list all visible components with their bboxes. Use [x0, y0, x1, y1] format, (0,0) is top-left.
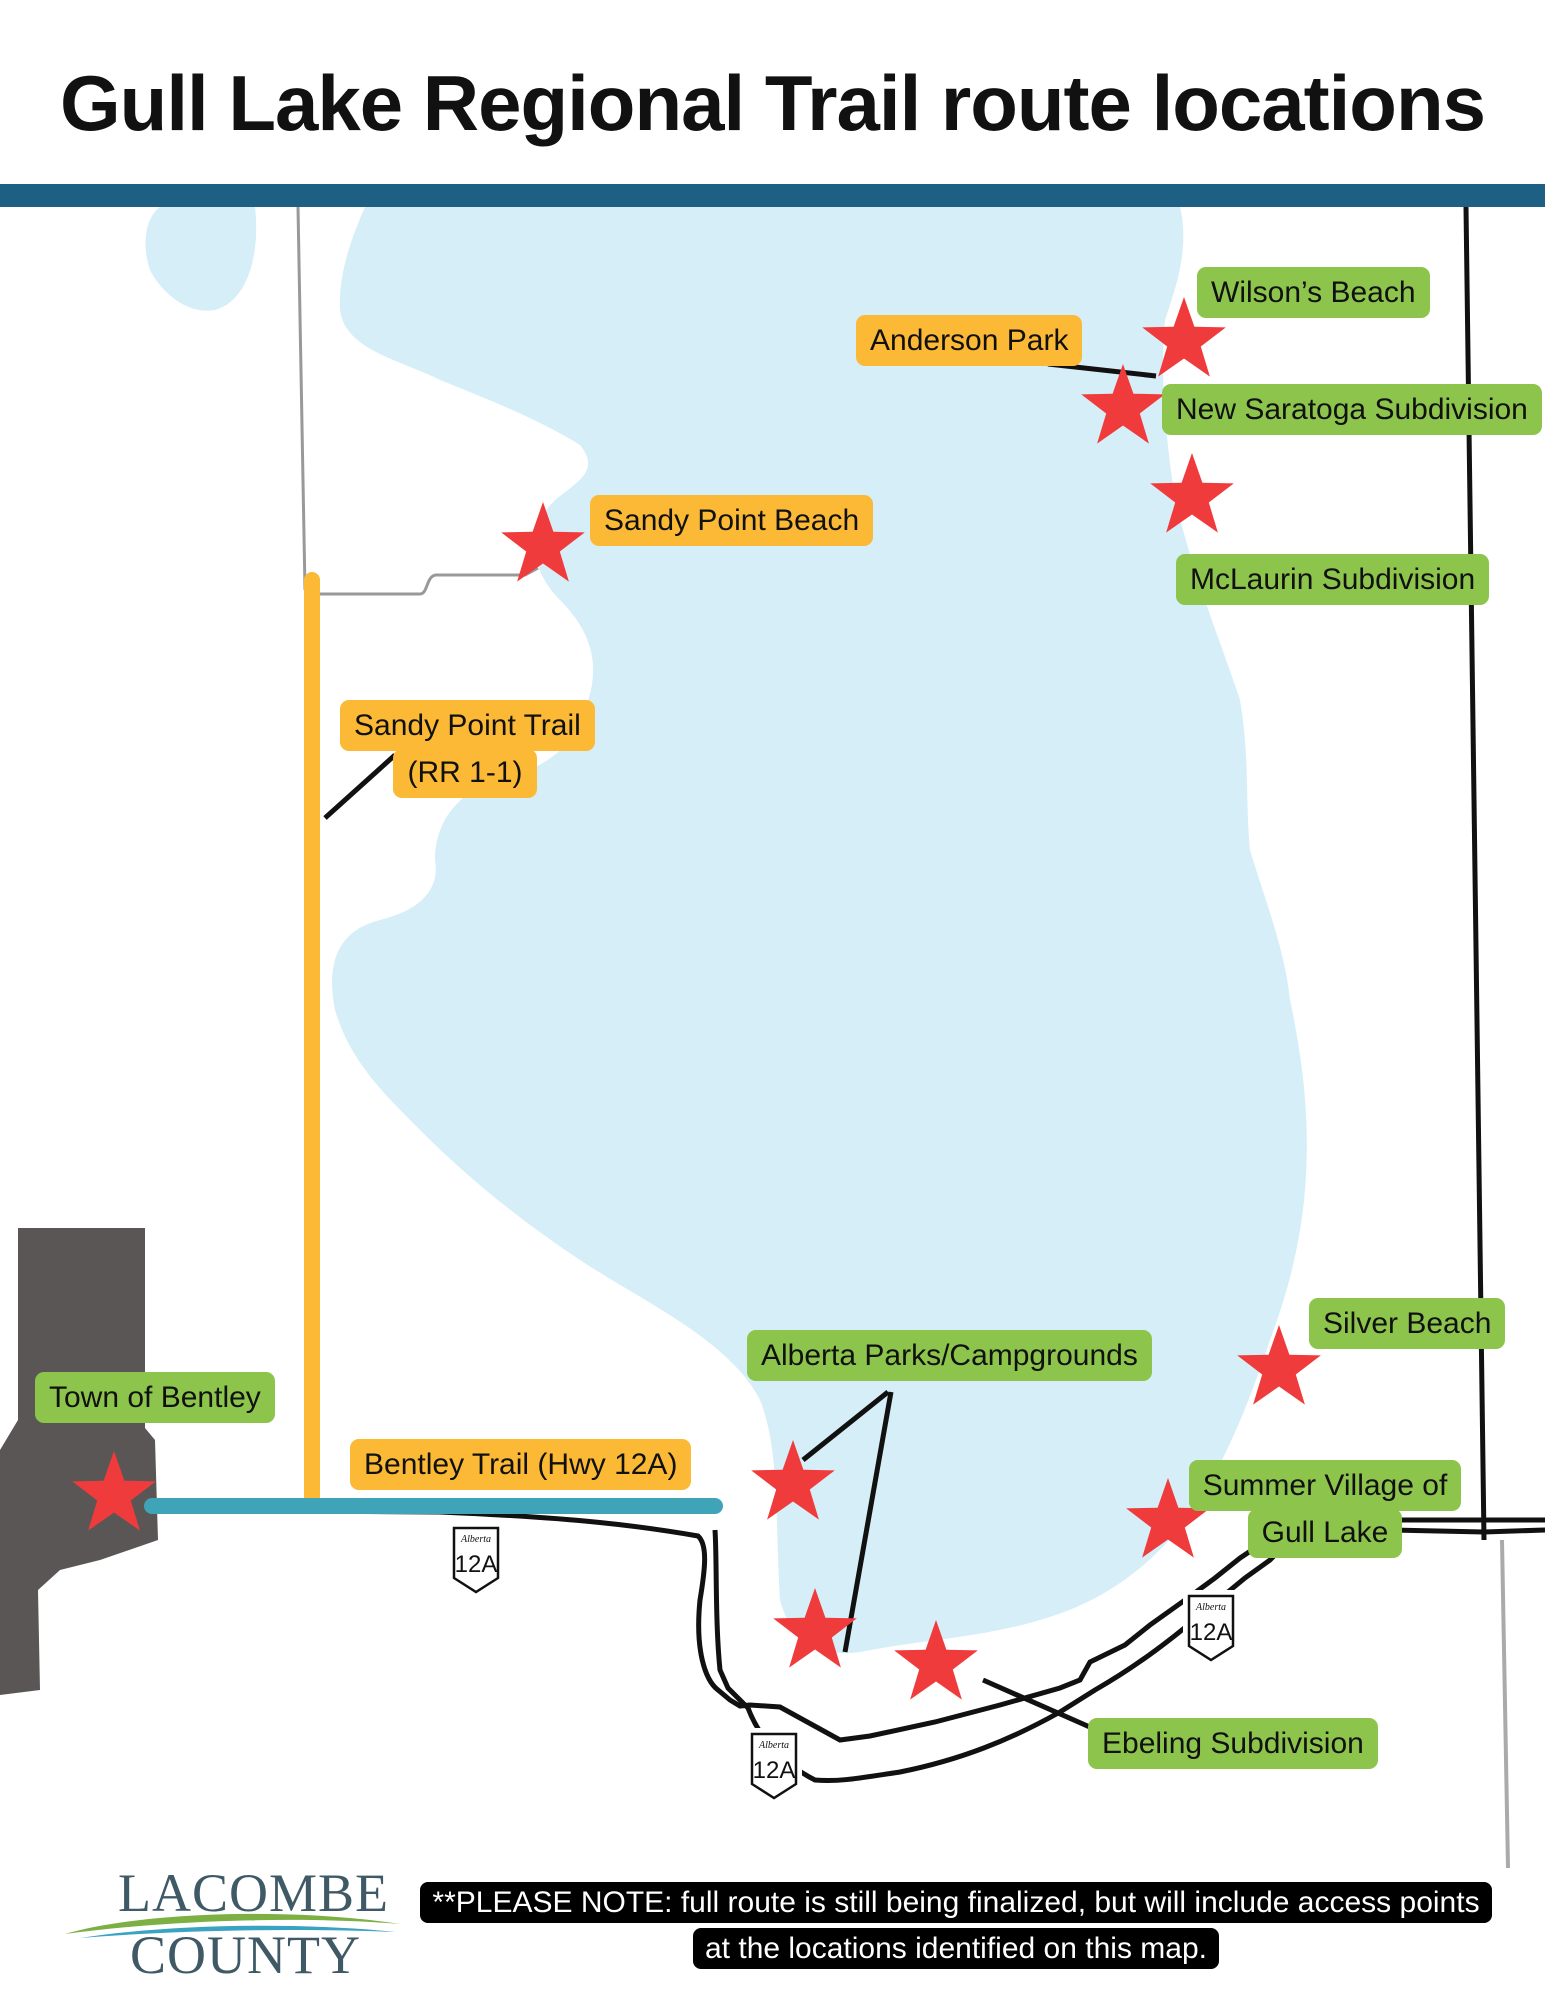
label-summer-village-line1: Summer Village of [1188, 1460, 1462, 1511]
label-town-of-bentley: Town of Bentley [35, 1372, 275, 1423]
label-sandy-point-beach: Sandy Point Beach [590, 495, 874, 546]
highway-shield-12a-east [1183, 1590, 1239, 1666]
label-summer-village-line2: Gull Lake [1247, 1509, 1403, 1558]
route-note: **PLEASE NOTE: full route is still being… [420, 1880, 1492, 1972]
route-note-line1: **PLEASE NOTE: full route is still being… [420, 1882, 1492, 1923]
highway-shield-12a-west [448, 1522, 504, 1598]
highway-12a [154, 1507, 1545, 1784]
label-bentley-trail: Bentley Trail (Hwy 12A) [350, 1439, 692, 1490]
logo-line1: LACOMBE [118, 1863, 390, 1923]
page-title: Gull Lake Regional Trail route locations [60, 59, 1486, 147]
grey-road-east [1500, 1539, 1510, 1869]
grey-road-west [296, 206, 307, 591]
label-ebeling-subdivision: Ebeling Subdivision [1088, 1718, 1378, 1769]
logo-swoosh [65, 1913, 400, 1938]
route-note-line2: at the locations identified on this map. [693, 1928, 1219, 1969]
label-wilsons-beach: Wilson’s Beach [1197, 267, 1430, 318]
label-new-saratoga-subdivision: New Saratoga Subdivision [1162, 384, 1542, 435]
logo-line2: COUNTY [130, 1925, 361, 1985]
label-mclaurin-subdivision: McLaurin Subdivision [1176, 554, 1490, 605]
town-of-bentley-area [0, 1228, 158, 1695]
label-sandy-point-trail: Sandy Point Trail (RR 1-1) [340, 700, 595, 800]
label-silver-beach: Silver Beach [1309, 1298, 1506, 1349]
label-alberta-parks-campgrounds: Alberta Parks/Campgrounds [747, 1330, 1152, 1381]
small-lake [145, 207, 257, 311]
label-sandy-point-trail-line1: Sandy Point Trail [340, 700, 595, 751]
label-summer-village: Summer Village of Gull Lake [1175, 1460, 1475, 1560]
sandy-point-beach-road [313, 566, 539, 596]
gull-lake [332, 207, 1307, 1654]
leader-lines [323, 361, 1157, 1731]
label-anderson-park: Anderson Park [856, 315, 1083, 366]
header-bar [0, 184, 1545, 207]
lacombe-county-logo: LACOMBE COUNTY [60, 1862, 405, 1985]
highway-shield-12a-south [746, 1728, 802, 1804]
label-sandy-point-trail-line2: (RR 1-1) [393, 749, 537, 798]
